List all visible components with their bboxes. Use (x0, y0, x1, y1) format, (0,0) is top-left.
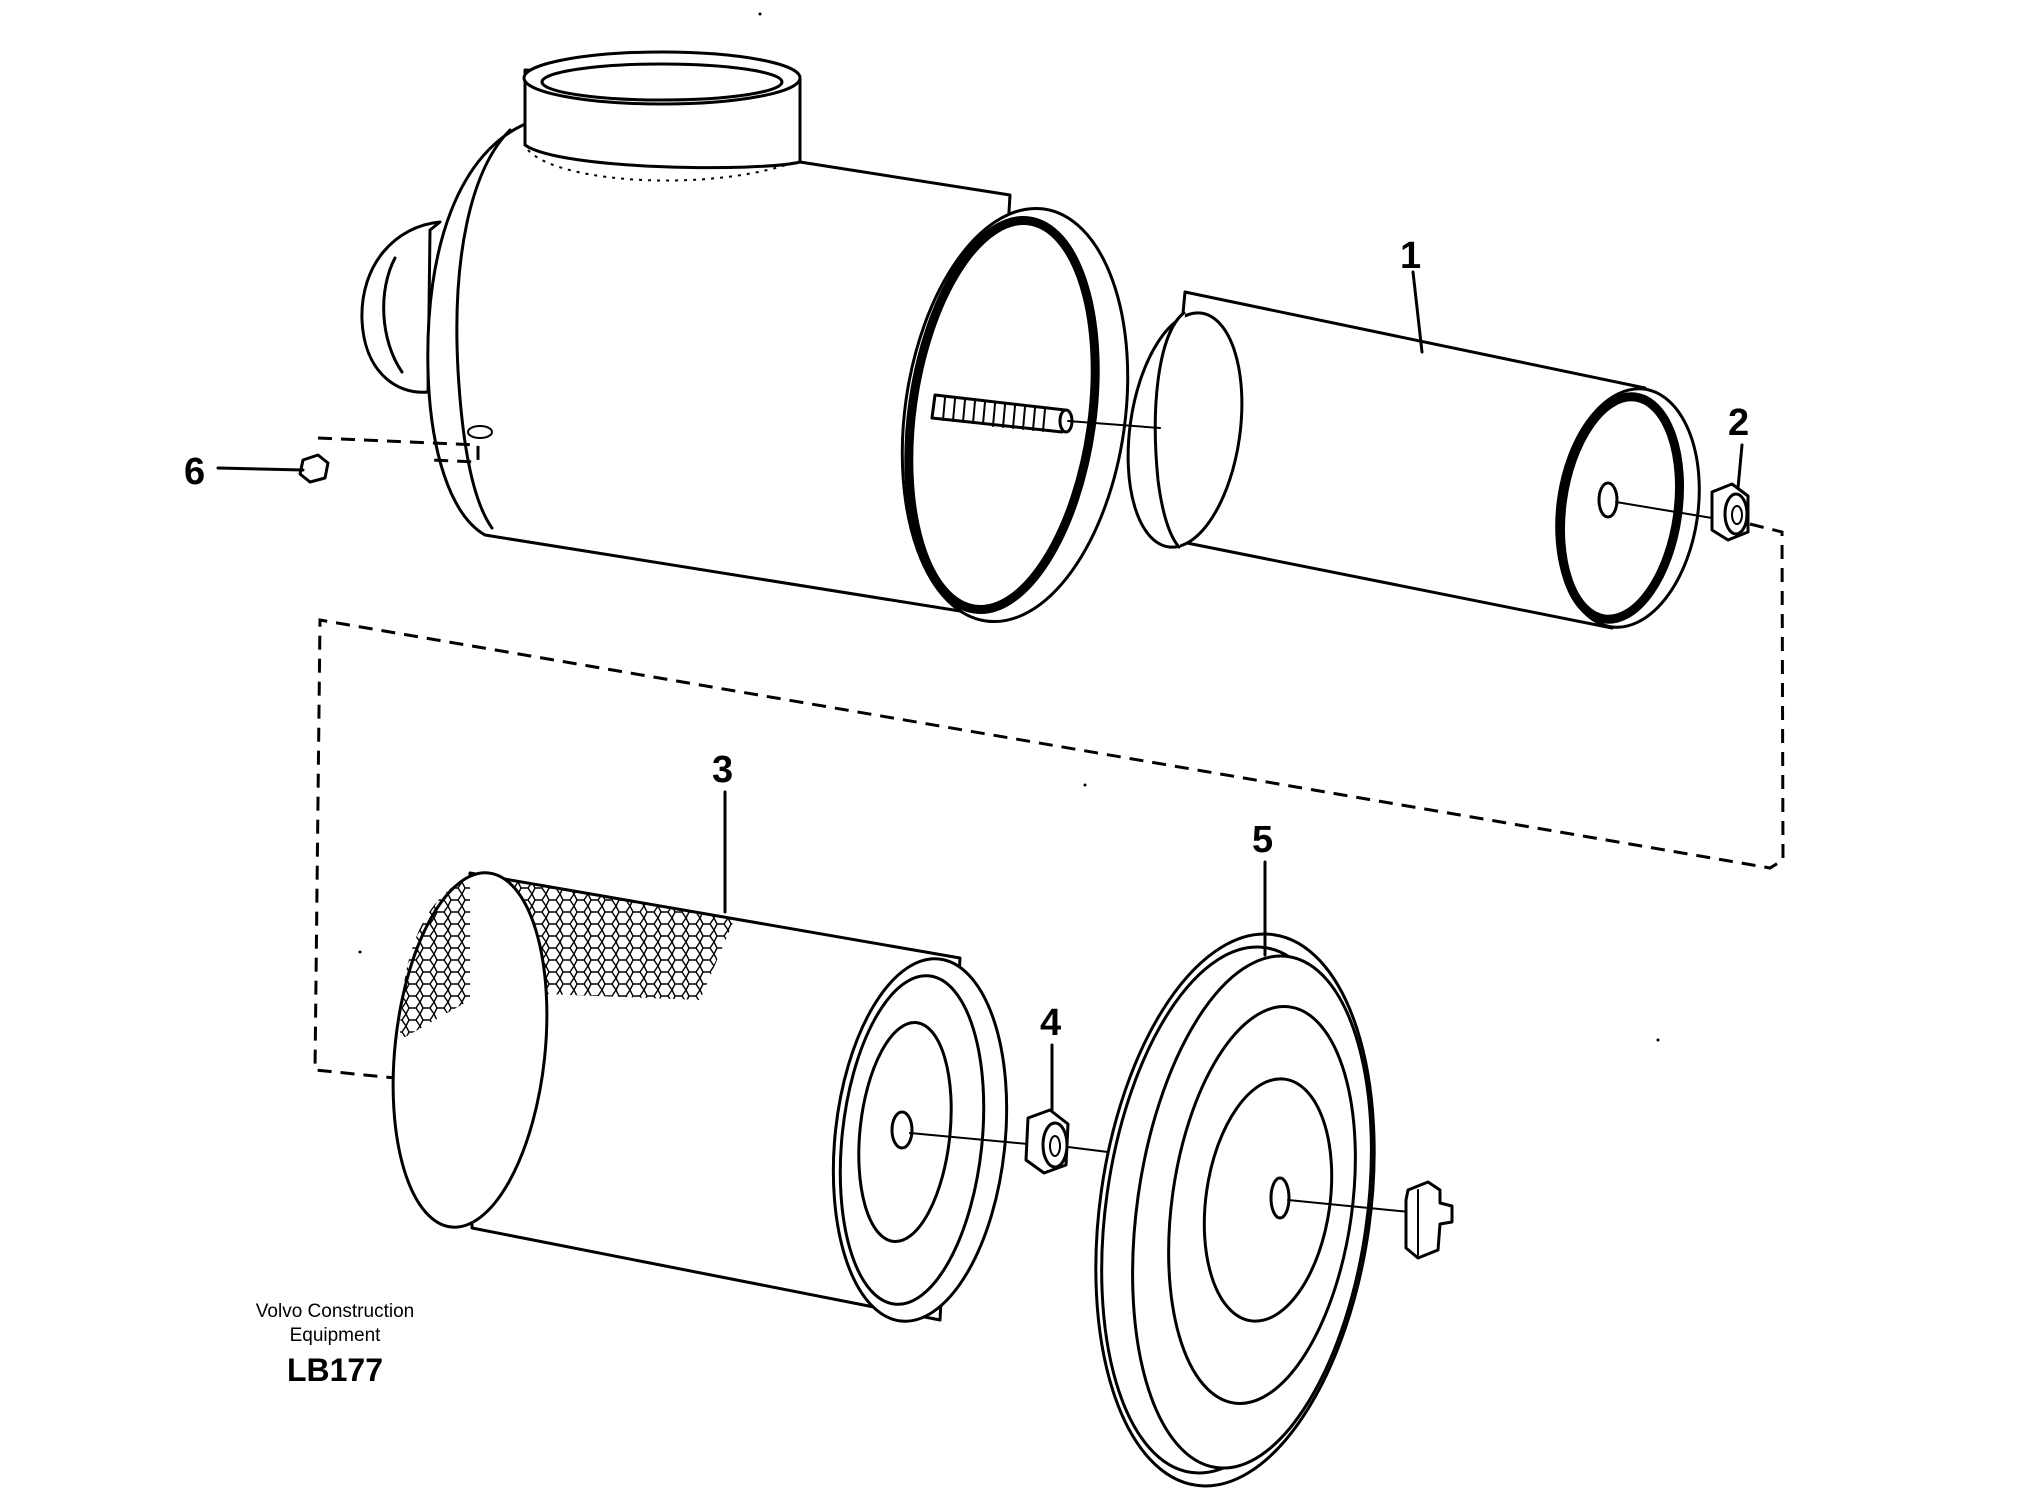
housing-body (426, 120, 1012, 617)
cover-center-hole (1269, 1176, 1291, 1220)
inlet-hidden-line (527, 149, 801, 182)
threaded-stud (930, 393, 1074, 434)
caption-code: LB177 (286, 1352, 384, 1388)
safety-filter-end-gasket (1555, 392, 1685, 624)
caption-company-line1: Volvo Construction (255, 1301, 415, 1322)
callout-6: 6 (184, 451, 205, 493)
callout-3: 3 (712, 749, 733, 791)
nut-4-axis-line (1067, 1146, 1109, 1153)
caption-company-line2: Equipment (289, 1325, 381, 1346)
top-inlet-inner-rim (540, 62, 784, 102)
part-6-dashed-link (317, 436, 480, 464)
wing-nut (1404, 1180, 1454, 1260)
assembly-dashed-line (313, 522, 1785, 1080)
safety-filter-center-hole (1597, 481, 1619, 519)
part-1-safety-filter (1067, 290, 1701, 630)
leader-1 (1411, 270, 1424, 354)
filter-to-nut-line (909, 1132, 1029, 1145)
housing-screw-mark (467, 425, 493, 439)
safety-filter-rear-cover (1153, 310, 1186, 550)
cover-center-boss (1202, 1077, 1334, 1323)
callout-1: 1 (1400, 235, 1421, 277)
callout-2: 2 (1728, 402, 1749, 444)
main-filter-center-hole (890, 1110, 914, 1150)
callout-4: 4 (1040, 1002, 1061, 1044)
cover-inner-ring (1167, 1005, 1357, 1405)
part-6-drain-valve (216, 436, 480, 484)
callout-5: 5 (1252, 819, 1273, 861)
housing-seal-gasket (904, 216, 1100, 614)
filter-housing (360, 50, 1130, 624)
cover-to-wingnut-line (1287, 1199, 1411, 1213)
leader-6 (216, 466, 305, 472)
top-inlet-opening (522, 50, 802, 106)
part-2-nut (1615, 482, 1750, 542)
main-filter-end-inner-ring (838, 974, 986, 1306)
side-outlet-rim (382, 256, 404, 374)
cover-face (1131, 954, 1373, 1470)
part-4-nut (1024, 1108, 1109, 1175)
part-3-main-filter (391, 871, 1029, 1323)
part-5-cover (1094, 932, 1411, 1488)
leader-2 (1736, 443, 1744, 490)
housing-end-rim (455, 128, 512, 530)
safety-filter-rear-rim (1126, 311, 1244, 549)
side-outlet-pipe (360, 220, 442, 394)
caption-block: Volvo Construction Equipment LB177 (190, 1300, 480, 1390)
nut-2-axis-line (1615, 501, 1713, 519)
main-filter-rear-mesh (400, 876, 470, 1040)
stud-to-filter-line (1067, 420, 1161, 429)
